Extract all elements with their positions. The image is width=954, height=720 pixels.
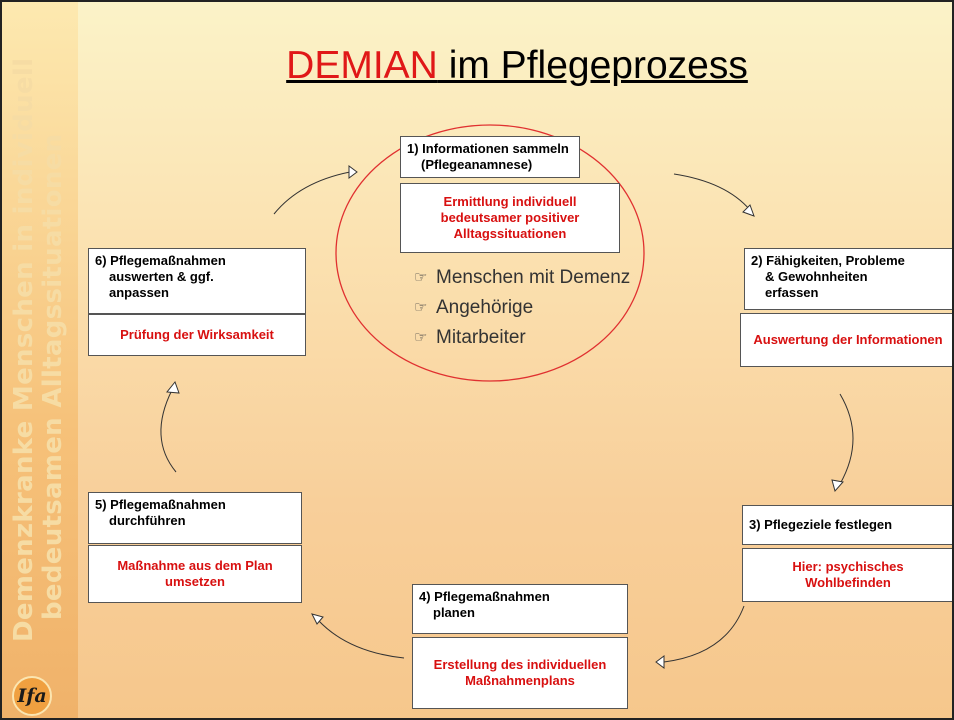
arrow-head-3 — [831, 479, 844, 493]
participant-item: ☞Mitarbeiter — [414, 323, 630, 353]
ifa-logo: Ifa — [12, 676, 52, 716]
step-6-label-2: auswerten & ggf. — [109, 269, 214, 284]
step-4-label: 4) Pflegemaßnahmen — [419, 589, 550, 604]
step-2-label: 2) Fähigkeiten, Probleme — [751, 253, 905, 268]
step-4-label-2: planen — [433, 605, 475, 620]
step-2-detail: Auswertung der Informationen — [740, 313, 952, 367]
step-3-box: 3) Pflegeziele festlegen — [742, 505, 952, 545]
step-1-detail: Ermittlung individuell bedeutsamer posit… — [400, 183, 620, 253]
step-3-detail: Hier: psychisches Wohlbefinden — [742, 548, 952, 602]
arrow-head-4 — [655, 655, 665, 669]
title-highlight: DEMIAN — [286, 44, 438, 87]
step-2-label-2: & Gewohnheiten — [765, 269, 868, 284]
arrow-5-to-6 — [160, 389, 177, 473]
step-1-label: 1) Informationen sammeln — [407, 141, 569, 156]
arrow-3-to-4 — [663, 605, 745, 663]
arrow-head-2 — [742, 204, 755, 217]
step-6-label-3: anpassen — [109, 285, 169, 300]
arrow-head-6 — [166, 380, 180, 394]
participant-list: ☞Menschen mit Demenz ☞Angehörige ☞Mitarb… — [414, 263, 630, 353]
highlight-ellipse — [335, 124, 645, 382]
pointing-hand-icon: ☞ — [414, 269, 428, 286]
arrow-6-to-1 — [273, 171, 351, 215]
participant-item: ☞Menschen mit Demenz — [414, 263, 630, 293]
arrow-head-1 — [348, 165, 358, 179]
step-6-box: 6) Pflegemaßnahmen auswerten & ggf. anpa… — [88, 248, 306, 314]
step-2-label-3: erfassen — [765, 285, 819, 300]
step-3-label: 3) Pflegeziele festlegen — [749, 517, 893, 532]
step-4-detail: Erstellung des individuellen Maßnahmenpl… — [412, 637, 628, 709]
step-6-label: 6) Pflegemaßnahmen — [95, 253, 226, 268]
arrow-2-to-3 — [839, 393, 854, 485]
step-5-box: 5) Pflegemaßnahmen durchführen — [88, 492, 302, 544]
slide-title: DEMIAN im Pflegeprozess — [2, 44, 952, 88]
step-1-label-2: (Pflegeanamnese) — [421, 157, 533, 172]
arrow-1-to-2 — [673, 173, 751, 211]
title-rest: im Pflegeprozess — [437, 44, 748, 87]
arrow-4-to-5 — [317, 619, 405, 659]
step-2-box: 2) Fähigkeiten, Probleme & Gewohnheiten … — [744, 248, 952, 310]
step-5-label: 5) Pflegemaßnahmen — [95, 497, 226, 512]
sidebar: Demenzkranke Menschen in individuell bed… — [2, 2, 78, 718]
step-5-label-2: durchführen — [109, 513, 186, 528]
arrow-head-5 — [311, 613, 324, 625]
step-4-box: 4) Pflegemaßnahmen planen — [412, 584, 628, 634]
step-5-detail: Maßnahme aus dem Plan umsetzen — [88, 545, 302, 603]
pointing-hand-icon: ☞ — [414, 299, 428, 316]
step-6-detail: Prüfung der Wirksamkeit — [88, 314, 306, 356]
participant-item: ☞Angehörige — [414, 293, 630, 323]
step-1-box: 1) Informationen sammeln (Pflegeanamnese… — [400, 136, 580, 178]
pointing-hand-icon: ☞ — [414, 329, 428, 346]
